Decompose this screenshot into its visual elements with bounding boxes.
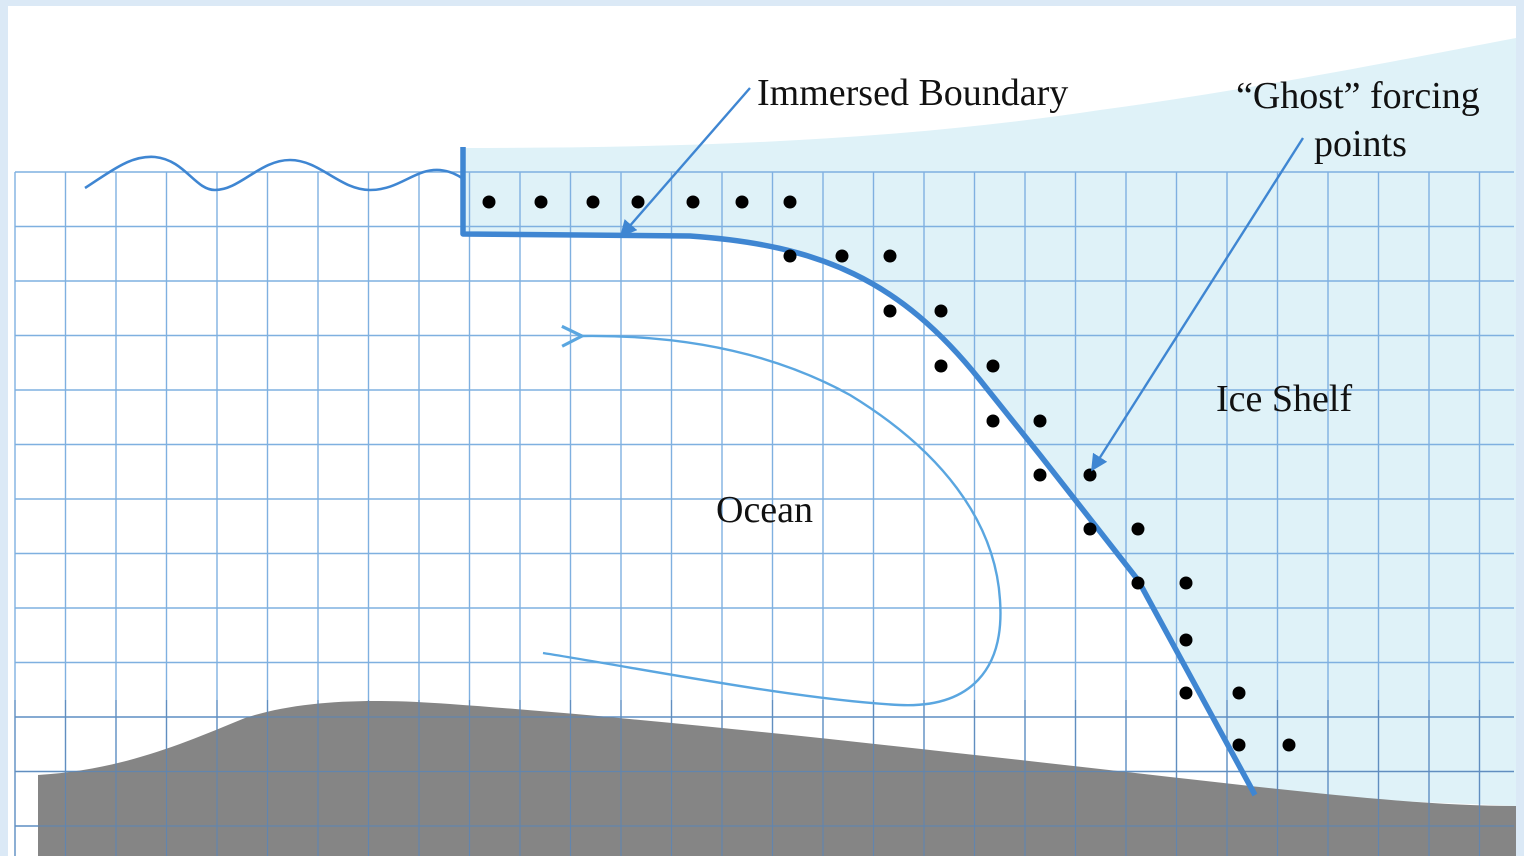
ghost-forcing-point [1179,633,1193,647]
ghost-forcing-point [1232,738,1246,752]
ice-shelf-label: Ice Shelf [1216,378,1352,420]
ghost-forcing-label-line1: “Ghost” forcing [1236,75,1480,117]
ice-shelf-region [465,38,1516,806]
seabed [38,700,1516,856]
ghost-forcing-point [783,249,797,263]
ghost-forcing-point [631,195,645,209]
ghost-forcing-point [534,195,548,209]
immersed-boundary-pointer-arrow [619,87,751,238]
ghost-forcing-point [686,195,700,209]
ghost-forcing-point [934,359,948,373]
ghost-forcing-point [1033,468,1047,482]
ghost-forcing-point [1131,576,1145,590]
ghost-forcing-point [1131,522,1145,536]
ghost-forcing-point [482,195,496,209]
ghost-forcing-point [586,195,600,209]
ghost-forcing-pointer-arrow [1090,137,1305,472]
ghost-forcing-point [883,249,897,263]
ghost-forcing-point [735,195,749,209]
ghost-forcing-point [883,304,897,318]
model-grid-over-seabed [14,700,1514,856]
ghost-forcing-point [1083,522,1097,536]
immersed-boundary-label: Immersed Boundary [757,72,1068,114]
ghost-forcing-point [934,304,948,318]
ghost-forcing-point [1179,576,1193,590]
ghost-forcing-point [835,249,849,263]
immersed-boundary-line [460,147,1258,797]
ghost-forcing-point [986,359,1000,373]
ghost-forcing-point [1083,468,1097,482]
ghost-forcing-point [986,414,1000,428]
ghost-forcing-points [482,195,1296,752]
ocean-circulation-arrow [542,336,1002,707]
ghost-forcing-point [1282,738,1296,752]
ghost-forcing-label-line2: points [1314,123,1407,165]
ocean-surface-wave [84,155,466,192]
ghost-forcing-point [783,195,797,209]
ghost-forcing-point [1033,414,1047,428]
ocean-label: Ocean [716,489,813,531]
ghost-forcing-point [1232,686,1246,700]
ghost-forcing-point [1179,686,1193,700]
